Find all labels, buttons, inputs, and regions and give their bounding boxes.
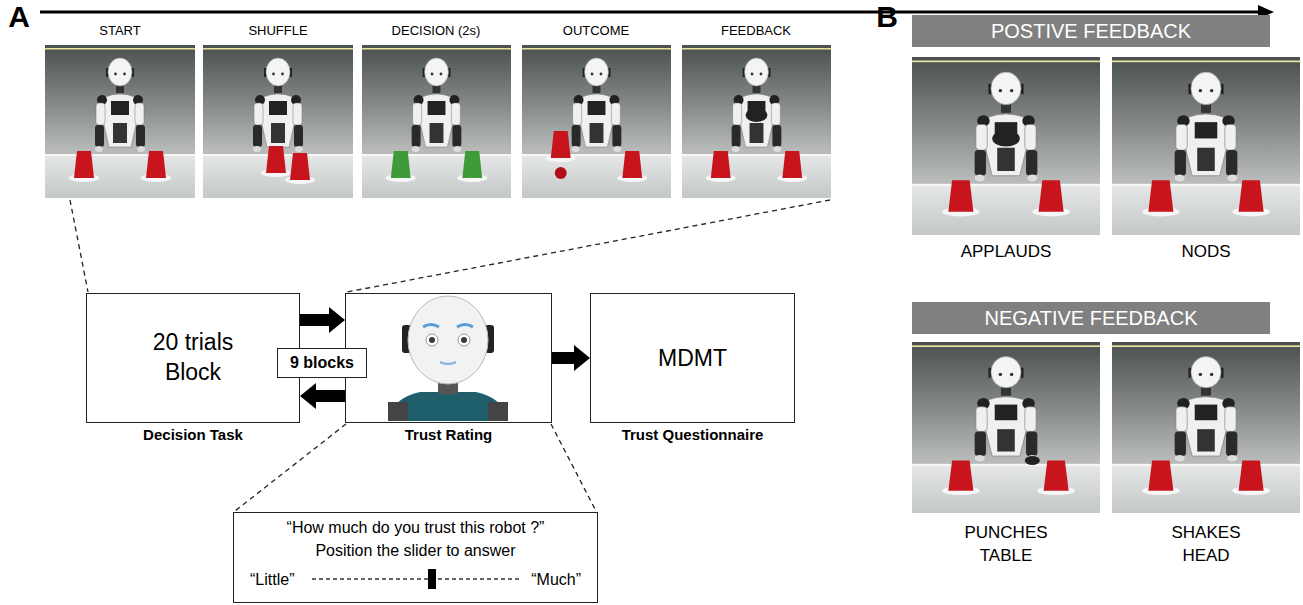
band-title: NEGATIVE FEEDBACK <box>984 307 1197 330</box>
leader-line <box>347 200 830 292</box>
photo-caption: NODS <box>1181 242 1230 262</box>
step-label: START <box>99 23 140 38</box>
slider-thumb <box>428 569 436 589</box>
decision-task-box: 20 trials BlockDecision Task <box>86 293 300 423</box>
slider-box: “How much do you trust this robot ?” Posi… <box>233 512 598 603</box>
feedback-band: NEGATIVE FEEDBACK <box>912 302 1270 334</box>
box-caption: Decision Task <box>57 426 329 443</box>
questionnaire-name: MDMT <box>658 345 727 372</box>
leader-line <box>235 424 346 511</box>
box-caption: Trust Questionnaire <box>561 426 824 443</box>
slider-min-label: “Little” <box>250 571 294 589</box>
block-text: 20 trials Block <box>128 328 258 388</box>
photo-caption: SHAKES HEAD <box>1156 522 1256 568</box>
leader-line <box>551 424 596 511</box>
step-label: FEEDBACK <box>721 23 791 38</box>
start-photo <box>45 45 195 198</box>
slider-question: “How much do you trust this robot ?” <box>234 519 597 537</box>
shakes-photo <box>1112 342 1300 513</box>
leader-line <box>70 200 88 292</box>
step-label: DECISION (2s) <box>392 23 481 38</box>
flow-arrow <box>300 307 345 333</box>
slider-instruction: Position the slider to answer <box>234 542 597 560</box>
robot-portrait <box>388 296 508 421</box>
block-count: 9 blocks <box>290 354 354 372</box>
panel-letter: A <box>8 0 30 34</box>
feedback-photo <box>682 45 831 198</box>
punches-photo <box>912 342 1100 513</box>
flow-arrow <box>300 383 345 409</box>
photo-caption: APPLAUDS <box>961 242 1052 262</box>
block-count-box: 9 blocks <box>277 348 367 378</box>
outcome-photo <box>522 45 671 198</box>
step-label: SHUFFLE <box>248 23 307 38</box>
slider-max-label: “Much” <box>531 571 581 589</box>
nods-photo <box>1112 57 1300 235</box>
feedback-band: POSTIVE FEEDBACK <box>912 15 1270 47</box>
questionnaire-box: MDMTTrust Questionnaire <box>590 293 795 423</box>
step-label: OUTCOME <box>563 23 629 38</box>
timeline-arrow <box>40 11 1262 14</box>
photo-caption: PUNCHES TABLE <box>949 522 1064 568</box>
applauds-photo <box>912 57 1100 235</box>
trust-rating-box: Trust Rating <box>345 293 552 423</box>
band-title: POSTIVE FEEDBACK <box>991 20 1191 43</box>
box-caption: Trust Rating <box>316 426 581 443</box>
flow-arrow <box>552 345 590 371</box>
shuffle-photo <box>203 45 353 198</box>
slider-track <box>312 578 520 580</box>
decision-photo <box>362 45 511 198</box>
panel-letter: B <box>876 0 898 34</box>
